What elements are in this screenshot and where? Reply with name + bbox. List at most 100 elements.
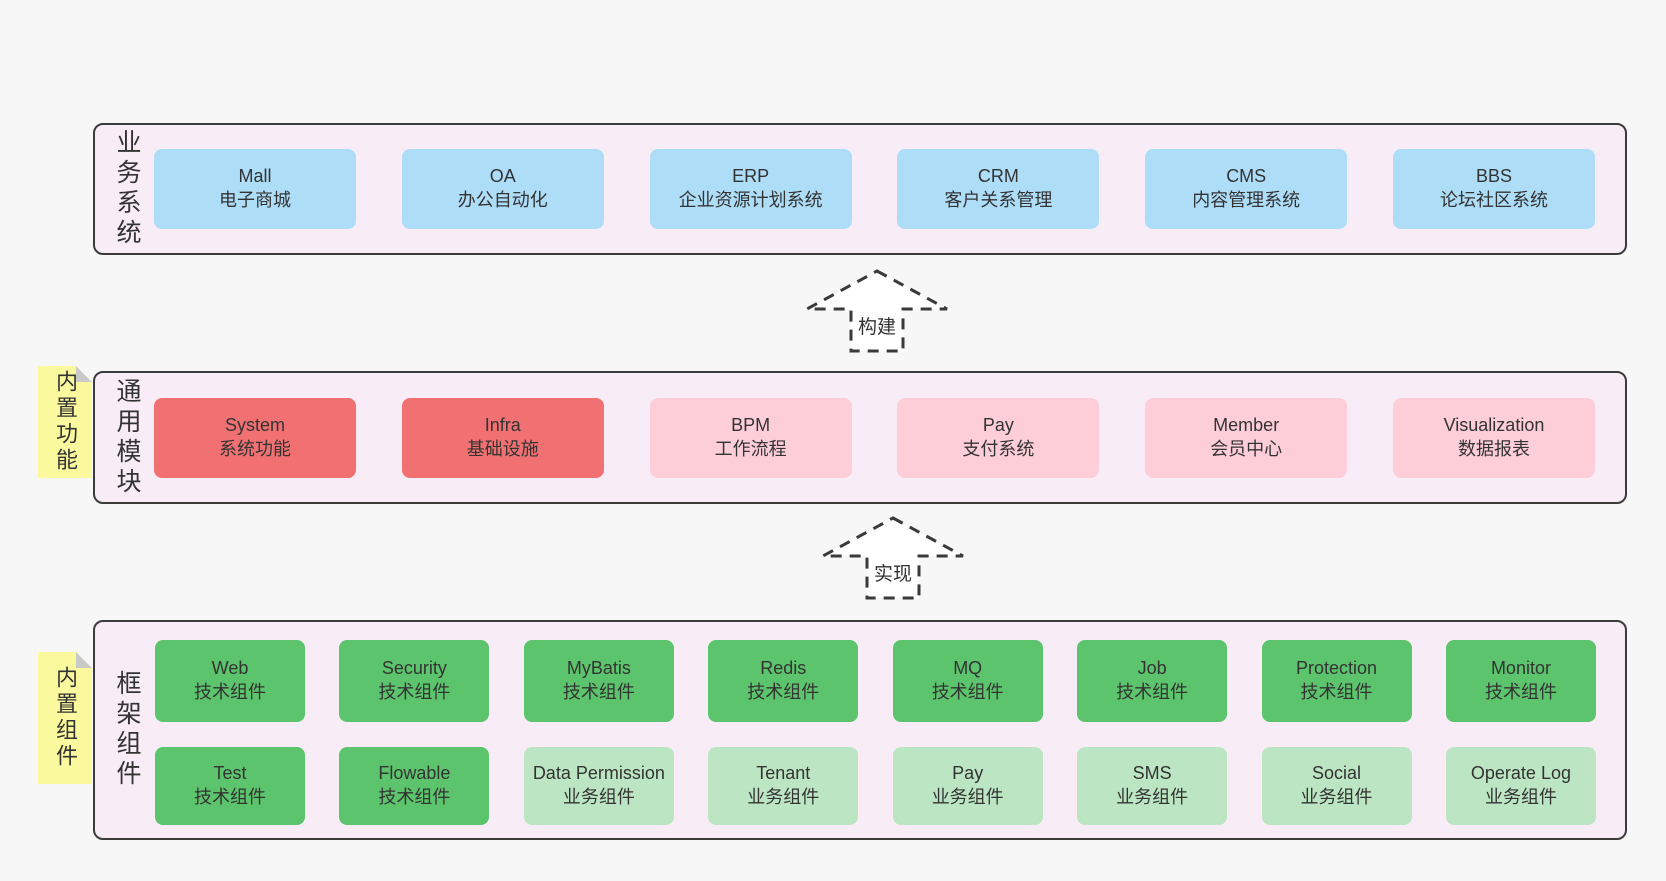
- component-name: Visualization: [1443, 414, 1545, 435]
- note-fold-corner-icon: [76, 366, 92, 382]
- component-box-protection: Protection 技术组件: [1261, 640, 1412, 722]
- component-subtitle: 内容管理系统: [1192, 190, 1301, 210]
- component-subtitle: 支付系统: [962, 438, 1035, 459]
- component-subtitle: 数据报表: [1457, 438, 1530, 459]
- component-name: Infra: [484, 414, 521, 435]
- component-name: Job: [1137, 658, 1167, 679]
- component-name: Web: [211, 658, 249, 679]
- component-name: BPM: [731, 414, 771, 435]
- band-label-common-modules: 通用模块: [113, 377, 141, 498]
- component-subtitle: 技术组件: [194, 787, 266, 807]
- arrow-build: 构建: [797, 268, 957, 354]
- component-box-data-permission: Data Permission 业务组件: [523, 747, 674, 825]
- component-box-cms: CMS 内容管理系统: [1145, 149, 1348, 229]
- component-name: CRM: [977, 166, 1019, 187]
- component-box-member: Member 会员中心: [1145, 397, 1348, 478]
- arrow-implement-label: 实现: [870, 559, 916, 586]
- sticky-note-built-in-components: 内置组件: [38, 652, 92, 784]
- component-box-operate-log: Operate Log 业务组件: [1445, 747, 1596, 825]
- component-name: ERP: [732, 166, 770, 187]
- component-name: MQ: [953, 658, 983, 679]
- arrow-up-icon: [806, 269, 948, 353]
- component-box-bbs: BBS 论坛社区系统: [1392, 149, 1595, 229]
- component-box-sms: SMS 业务组件: [1077, 747, 1228, 825]
- arrow-up-icon: [822, 516, 964, 600]
- component-box-pay: Pay 支付系统: [897, 397, 1100, 478]
- component-subtitle: 业务组件: [1300, 787, 1373, 807]
- component-subtitle: 业务组件: [747, 787, 820, 807]
- sticky-note-built-in-features: 内置功能: [38, 366, 92, 478]
- component-name: MyBatis: [566, 658, 631, 679]
- component-box-pay: Pay 业务组件: [892, 747, 1043, 825]
- component-subtitle: 技术组件: [378, 787, 451, 807]
- component-name: SMS: [1132, 763, 1172, 784]
- component-subtitle: 客户关系管理: [944, 190, 1053, 210]
- component-subtitle: 技术组件: [378, 682, 451, 702]
- component-subtitle: 会员中心: [1210, 438, 1283, 459]
- component-subtitle: 技术组件: [1116, 682, 1189, 702]
- component-subtitle: 技术组件: [562, 682, 635, 702]
- component-name: Operate Log: [1470, 763, 1571, 784]
- component-box-flowable: Flowable 技术组件: [339, 747, 490, 825]
- component-name: Member: [1213, 414, 1280, 435]
- sticky-note-label: 内置组件: [53, 666, 78, 770]
- component-subtitle: 基础设施: [466, 438, 539, 459]
- component-name: CMS: [1226, 166, 1267, 187]
- component-box-bpm: BPM 工作流程: [649, 397, 852, 478]
- band-business-systems: 业务系统 Mall 电子商城 OA 办公自动化 ERP 企业资源计划系统 CRM 客户关系管理…: [93, 123, 1627, 255]
- component-subtitle: 业务组件: [1116, 787, 1189, 807]
- component-subtitle: 业务组件: [1484, 787, 1557, 807]
- component-box-tenant: Tenant 业务组件: [708, 747, 859, 825]
- component-box-visualization: Visualization 数据报表: [1392, 397, 1595, 478]
- band-label-business-systems: 业务系统: [113, 129, 141, 249]
- component-box-crm: CRM 客户关系管理: [897, 149, 1100, 229]
- component-box-mybatis: MyBatis 技术组件: [523, 640, 674, 722]
- component-subtitle: 企业资源计划系统: [678, 190, 823, 210]
- component-name: Redis: [760, 658, 807, 679]
- component-name: Test: [213, 763, 247, 784]
- component-box-erp: ERP 企业资源计划系统: [649, 149, 852, 229]
- note-fold-corner-icon: [76, 652, 92, 668]
- component-name: OA: [489, 166, 516, 187]
- arrow-build-label: 构建: [854, 312, 900, 339]
- component-name: Pay: [982, 414, 1014, 435]
- component-name: Data Permission: [532, 763, 665, 784]
- component-subtitle: 系统功能: [219, 438, 291, 459]
- component-subtitle: 电子商城: [219, 190, 291, 210]
- component-name: Tenant: [756, 763, 811, 784]
- component-box-oa: OA 办公自动化: [401, 149, 604, 229]
- business-systems-boxes: Mall 电子商城 OA 办公自动化 ERP 企业资源计划系统 CRM 客户关系管理 CMS 内容…: [154, 125, 1595, 253]
- sticky-note-label: 内置功能: [53, 370, 78, 474]
- component-box-job: Job 技术组件: [1077, 640, 1228, 722]
- component-box-mall: Mall 电子商城: [154, 149, 356, 229]
- component-subtitle: 论坛社区系统: [1439, 190, 1548, 210]
- component-name: Flowable: [378, 763, 451, 784]
- arrow-implement: 实现: [813, 515, 973, 601]
- component-box-mq: MQ 技术组件: [892, 640, 1043, 722]
- component-box-test: Test 技术组件: [155, 747, 305, 825]
- component-subtitle: 技术组件: [1300, 682, 1373, 702]
- component-subtitle: 工作流程: [714, 438, 787, 459]
- component-box-infra: Infra 基础设施: [401, 397, 604, 478]
- component-subtitle: 技术组件: [931, 682, 1004, 702]
- component-name: Mall: [238, 166, 272, 187]
- component-name: Monitor: [1490, 658, 1551, 679]
- component-subtitle: 办公自动化: [457, 190, 548, 210]
- component-subtitle: 业务组件: [931, 787, 1004, 807]
- band-label-framework-components: 框架组件: [113, 670, 141, 790]
- component-name: BBS: [1475, 166, 1512, 187]
- component-subtitle: 业务组件: [562, 787, 635, 807]
- component-name: Pay: [952, 763, 984, 784]
- component-name: Protection: [1296, 658, 1378, 679]
